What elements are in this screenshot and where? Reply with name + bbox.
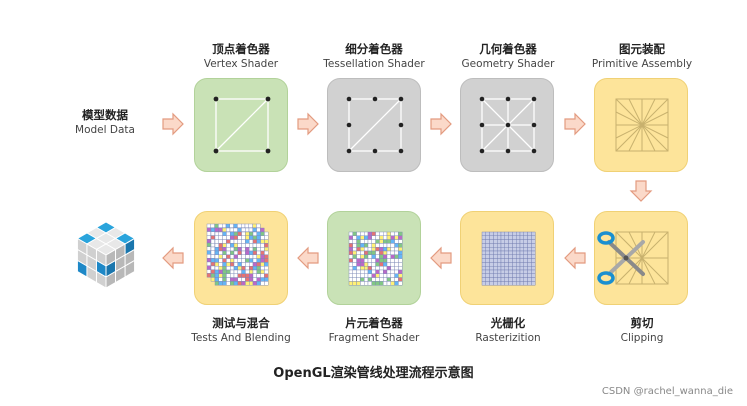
rubik-cube-icon — [58, 210, 154, 306]
clipping-label: 剪切 Clipping — [572, 316, 712, 346]
arrow-left-icon — [429, 246, 453, 270]
tests-blending-label-zh: 测试与混合 — [212, 316, 270, 330]
geometry-shader-label: 几何着色器 Geometry Shader — [438, 42, 578, 72]
watermark: CSDN @rachel_wanna_die — [601, 386, 733, 397]
arrow-left-icon — [161, 246, 185, 270]
arrow-right-icon — [429, 112, 453, 136]
primitive-assembly-diagram — [615, 98, 669, 152]
clipping-stage — [594, 211, 688, 305]
tessellation-shader-label-en: Tessellation Shader — [323, 58, 425, 70]
geometry-shader-diagram — [479, 96, 537, 154]
geometry-shader-stage — [460, 78, 554, 172]
arrow-right-icon — [563, 112, 587, 136]
vertex-shader-diagram — [213, 96, 271, 154]
tessellation-shader-label: 细分着色器 Tessellation Shader — [304, 42, 444, 72]
geometry-shader-label-en: Geometry Shader — [461, 58, 555, 70]
tessellation-shader-label-zh: 细分着色器 — [345, 42, 403, 56]
fragment-shader-label: 片元着色器 Fragment Shader — [304, 316, 444, 346]
rasterization-label-zh: 光栅化 — [490, 316, 526, 330]
rasterization-label-en: Rasterizition — [475, 332, 541, 344]
clipping-diagram — [615, 231, 669, 285]
arrow-right-icon — [296, 112, 320, 136]
arrow-down-icon — [629, 179, 653, 203]
tests-blending-label-en: Tests And Blending — [191, 332, 291, 344]
rasterization-label: 光栅化 Rasterizition — [438, 316, 578, 346]
tests-blending-label: 测试与混合 Tests And Blending — [171, 316, 311, 346]
primitive-assembly-label: 图元装配 Primitive Assembly — [572, 42, 712, 72]
arrow-left-icon — [296, 246, 320, 270]
model-data-label-en: Model Data — [75, 124, 135, 136]
vertex-shader-label-zh: 顶点着色器 — [212, 42, 270, 56]
primitive-assembly-label-zh: 图元装配 — [619, 42, 665, 56]
primitive-assembly-stage — [594, 78, 688, 172]
primitive-assembly-label-en: Primitive Assembly — [591, 58, 693, 70]
tessellation-shader-stage — [327, 78, 421, 172]
clipping-label-en: Clipping — [620, 332, 664, 344]
tessellation-shader-diagram — [346, 96, 404, 154]
model-data-label-zh: 模型数据 — [82, 108, 128, 122]
scissors-icon — [597, 231, 645, 285]
vertex-shader-label: 顶点着色器 Vertex Shader — [171, 42, 311, 72]
geometry-shader-label-zh: 几何着色器 — [479, 42, 537, 56]
fragment-shader-label-en: Fragment Shader — [328, 332, 420, 344]
vertex-shader-label-en: Vertex Shader — [203, 58, 279, 70]
fragment-shader-grid — [348, 231, 403, 286]
diagram-title: OpenGL渲染管线处理流程示意图 — [273, 366, 474, 381]
model-data-label: 模型数据 Model Data — [35, 108, 175, 138]
fragment-shader-stage — [327, 211, 421, 305]
fragment-shader-label-zh: 片元着色器 — [345, 316, 403, 330]
vertex-shader-stage — [194, 78, 288, 172]
rasterization-grid — [481, 231, 536, 286]
tests-blending-stage — [194, 211, 288, 305]
arrow-left-icon — [563, 246, 587, 270]
rasterization-stage — [460, 211, 554, 305]
clipping-label-zh: 剪切 — [630, 316, 654, 330]
arrow-right-icon — [161, 112, 185, 136]
tests-blending-grid — [206, 223, 269, 286]
